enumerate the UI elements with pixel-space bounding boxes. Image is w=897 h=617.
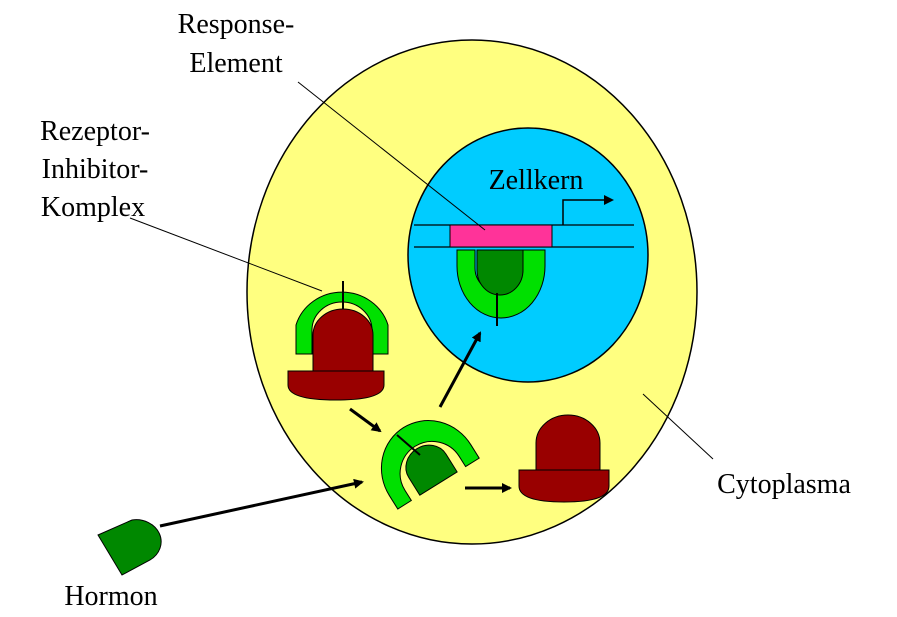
activated-receptor-stem	[396, 434, 421, 456]
hormone-on-receptor	[405, 444, 458, 496]
label-receptor-complex-line3: Komplex	[41, 192, 145, 223]
label-receptor-complex-line2: Inhibitor-	[42, 154, 149, 185]
released-inhibitor	[535, 414, 601, 471]
hormone-shape	[97, 519, 162, 576]
arrow-complex-to-receptor	[349, 407, 382, 433]
hormone-in-nucleus	[476, 249, 524, 296]
arrow-receptor-to-nucleus	[438, 331, 482, 408]
receptor-complex-inhibitor	[312, 308, 374, 372]
transcription-arrow	[562, 195, 614, 225]
released-inhibitor-base	[518, 469, 610, 503]
receptor-complex-inhibitor-base	[287, 370, 385, 401]
label-cytoplasm: Cytoplasma	[717, 469, 851, 500]
arrow-hormone-to-receptor	[159, 478, 364, 528]
label-hormone: Hormon	[64, 581, 157, 612]
label-nucleus: Zellkern	[489, 165, 584, 196]
leader-cytoplasm	[642, 393, 714, 460]
label-receptor-complex-line1: Rezeptor-	[40, 116, 150, 147]
leader-response-element	[297, 81, 486, 231]
label-response-element-line1: Response-	[178, 9, 295, 40]
response-element-bar	[449, 224, 553, 248]
label-response-element-line2: Element	[189, 48, 283, 79]
receptor-complex-receptor	[295, 291, 389, 355]
leader-receptor-complex	[129, 217, 323, 292]
